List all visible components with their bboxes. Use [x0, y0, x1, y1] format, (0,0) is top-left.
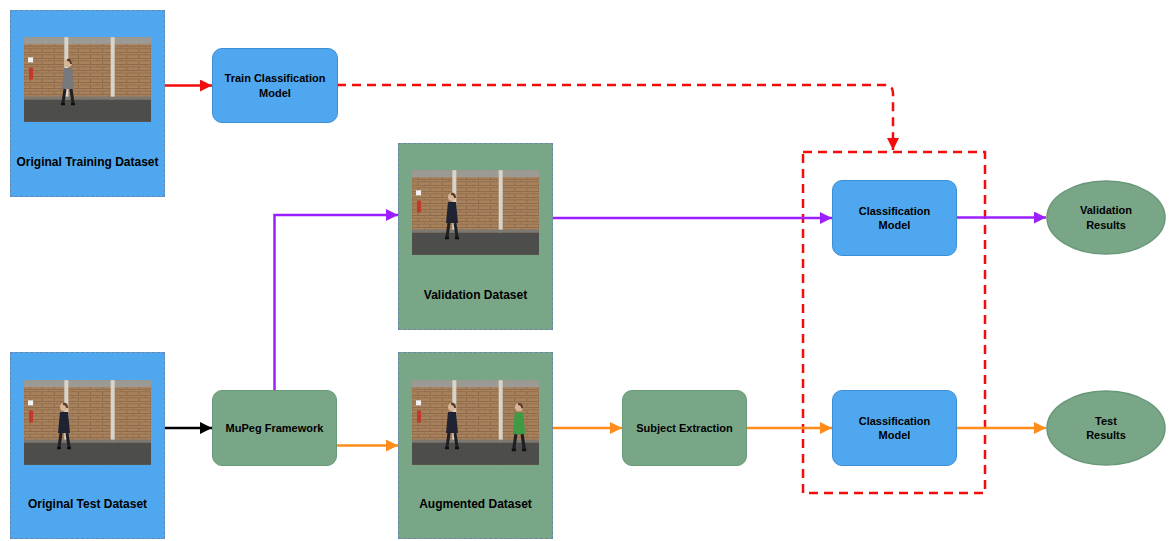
augmented-person [512, 403, 527, 450]
model-transfer-arrow [337, 85, 893, 150]
dataset-box: Original Test Dataset [10, 352, 165, 539]
model-box: Classification Model [832, 180, 957, 256]
dataset-label: Original Test Dataset [28, 497, 147, 513]
box-label: Train Classification Model [219, 71, 331, 100]
flow-arrow [553, 427, 622, 430]
dataset-photo [24, 37, 151, 122]
model-group-outline [803, 152, 985, 493]
box-label: Validation Results [1066, 203, 1146, 232]
process-box: MuPeg Framework [212, 390, 337, 466]
dataset-box: Validation Dataset [398, 143, 553, 330]
flow-arrow [553, 217, 832, 220]
caption-area: Original Test Dataset [11, 479, 164, 531]
model-box: Classification Model [832, 390, 957, 466]
flow-arrow [275, 215, 399, 390]
caption-area: Validation Dataset [399, 270, 552, 322]
walking-person [61, 59, 75, 104]
walking-person [445, 403, 459, 448]
ellipse-shape [1047, 181, 1165, 254]
box-label: Classification Model [853, 414, 937, 443]
ellipse-outline [1046, 390, 1166, 466]
walking-person [445, 193, 459, 238]
flow-arrow [957, 427, 1046, 430]
dataset-fill [398, 143, 553, 330]
ellipse-shape [1047, 391, 1165, 465]
flow-arrow [165, 84, 212, 87]
ellipse-outline [1046, 180, 1166, 255]
box-label: MuPeg Framework [226, 421, 324, 435]
result-ellipse: Test Results [1046, 390, 1166, 466]
dataset-box: Original Training Dataset [10, 10, 165, 197]
flow-arrow [337, 444, 398, 447]
dataset-fill [10, 352, 165, 539]
box-label: Test Results [1076, 414, 1136, 443]
dataset-photo [24, 380, 151, 465]
caption-area: Original Training Dataset [11, 137, 164, 189]
walking-person [57, 403, 71, 448]
box-label: Subject Extraction [636, 421, 733, 435]
dataset-label: Original Training Dataset [16, 155, 158, 171]
dataset-label: Validation Dataset [424, 288, 527, 304]
dataset-label: Augmented Dataset [419, 497, 532, 513]
dataset-photo [412, 380, 539, 465]
process-box: Train Classification Model [212, 48, 338, 123]
process-box: Subject Extraction [622, 390, 747, 466]
flow-arrow [747, 427, 832, 430]
dataset-box: Augmented Dataset [398, 352, 553, 539]
caption-area: Augmented Dataset [399, 479, 552, 531]
dataset-photo [412, 170, 539, 255]
dataset-fill [10, 10, 165, 197]
flow-arrow [957, 216, 1046, 219]
flow-arrow [165, 427, 212, 430]
box-label: Classification Model [853, 204, 937, 233]
result-ellipse: Validation Results [1046, 180, 1166, 255]
dataset-fill [398, 352, 553, 539]
